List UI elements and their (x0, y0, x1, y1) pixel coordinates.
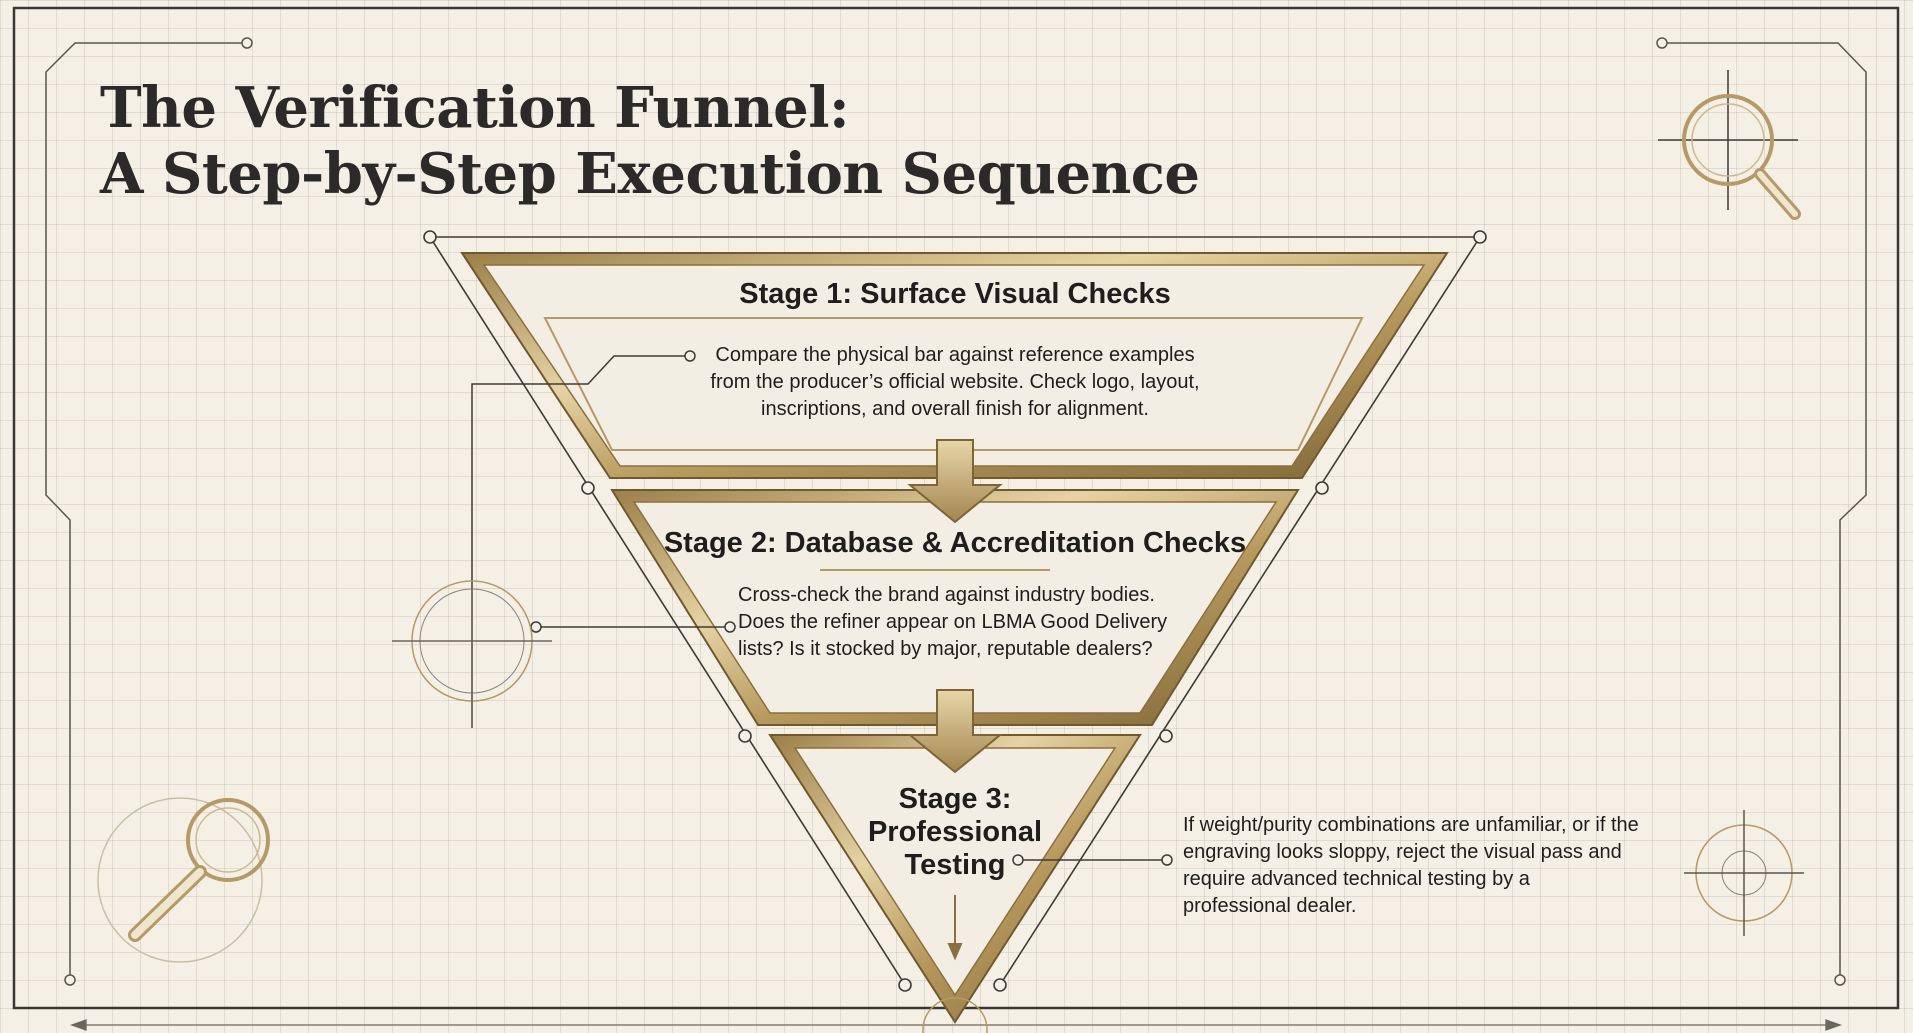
stage-3-title: Stage 3: Professional Testing (835, 783, 1075, 882)
title-line-2: A Step-by-Step Execution Sequence (100, 141, 1200, 207)
stage-1-title: Stage 1: Surface Visual Checks (739, 278, 1171, 310)
inner-frame (45, 37, 1867, 986)
base-target (922, 997, 988, 1033)
small-down-arrow (947, 895, 963, 961)
stage-2-block (610, 489, 1300, 726)
page-title: The Verification Funnel: A Step-by-Step … (100, 75, 1200, 207)
crosshair-icon (1684, 810, 1804, 936)
stage-3-title-line-3: Testing (904, 849, 1006, 881)
stage-3-title-line-2: Professional (867, 816, 1043, 848)
stage-3-description: If weight/purity combinations are unfami… (1183, 814, 1639, 917)
callout-lines (471, 350, 1173, 866)
dimension-line (70, 1019, 1842, 1031)
down-arrow-1-2 (907, 439, 1003, 524)
stage-2-description: Cross-check the brand against industry b… (738, 584, 1168, 660)
magnifier-icon (1658, 70, 1801, 220)
stage-1-block (460, 252, 1449, 479)
stage-3-title-line-1: Stage 3: (898, 783, 1012, 815)
stage-2-title: Stage 2: Database & Accreditation Checks (663, 527, 1247, 559)
crosshair-icon (392, 580, 552, 728)
title-line-1: The Verification Funnel: (100, 75, 850, 141)
funnel-outline (423, 230, 1487, 992)
down-arrow-2-3 (907, 689, 1003, 774)
magnifier-icon (97, 797, 270, 963)
stage-1-description: Compare the physical bar against referen… (710, 344, 1200, 420)
